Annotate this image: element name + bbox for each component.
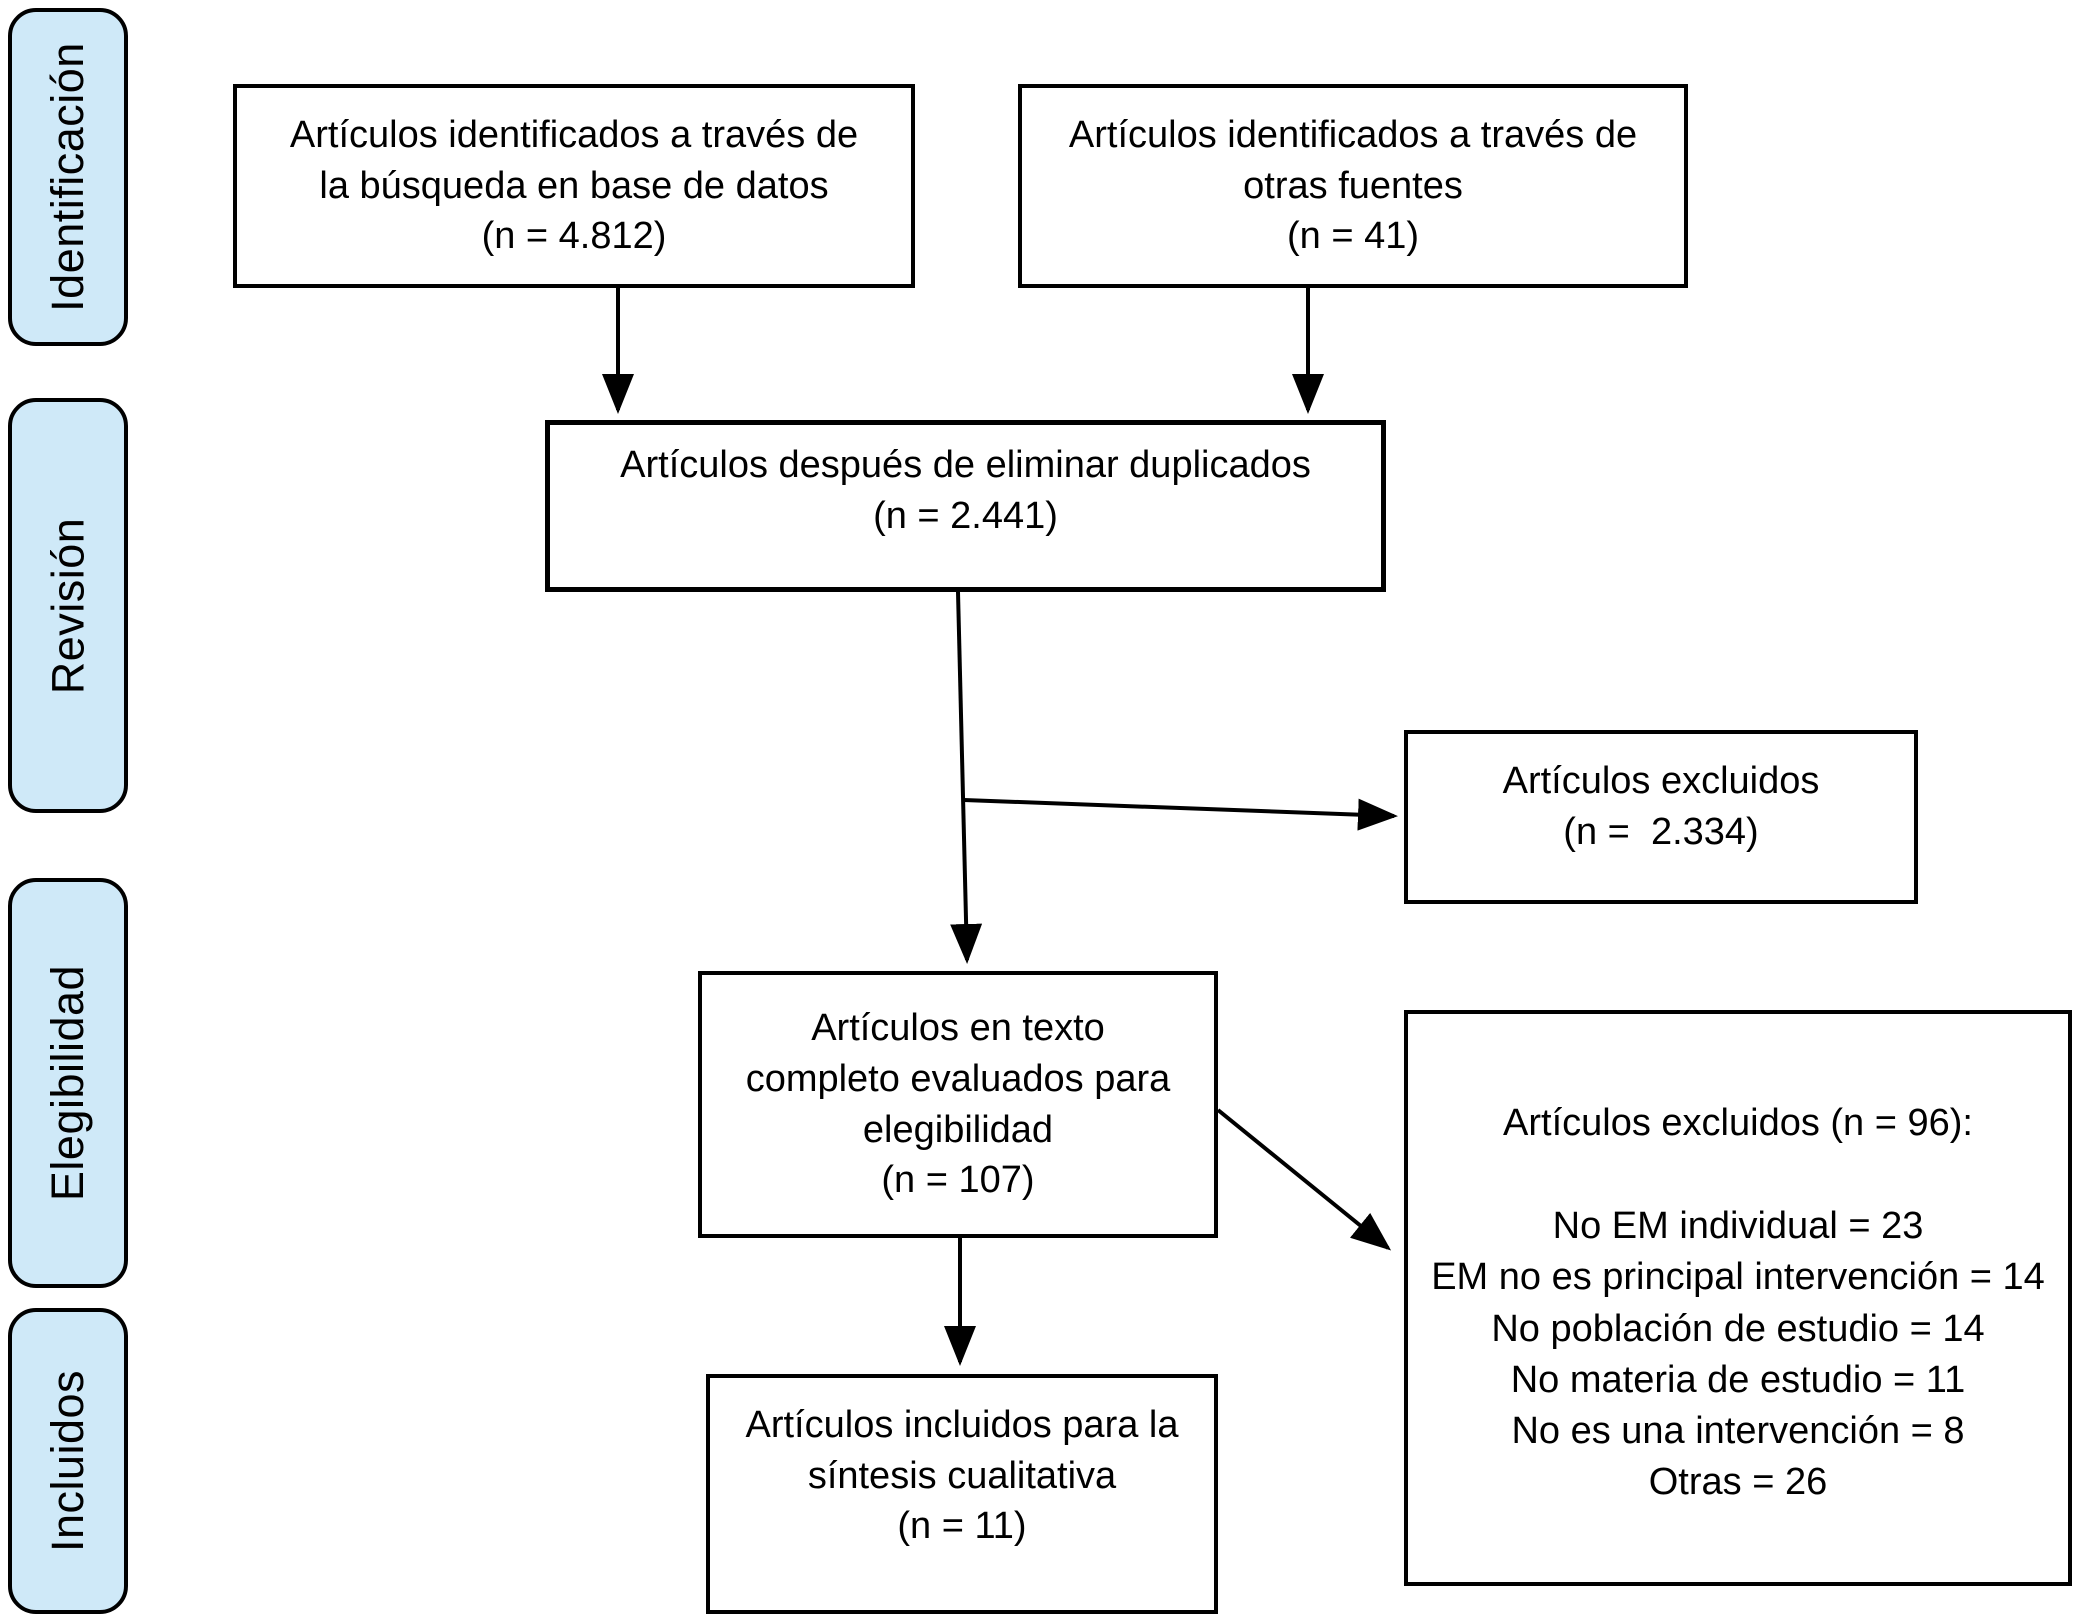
stage-elegibilidad-label: Elegibilidad (42, 964, 94, 1202)
exclusion-reason: Otras = 26 (1648, 1461, 1828, 1504)
box-excluded-fulltext: Artículos excluidos (n = 96): No EM indi… (1404, 1010, 2072, 1586)
stage-incluidos-label: Incluidos (42, 1369, 94, 1553)
box-excluded-screening-text: Artículos excluidos (n = 2.334) (1502, 760, 1820, 853)
stage-incluidos: Incluidos (8, 1308, 128, 1614)
box-fulltext-assessed-text: Artículos en texto completo evaluados pa… (745, 1006, 1171, 1202)
box-included-qualitative: Artículos incluidos para la síntesis cua… (706, 1374, 1218, 1614)
stage-revision: Revisión (8, 398, 128, 813)
stage-elegibilidad: Elegibilidad (8, 878, 128, 1288)
box-excluded-screening: Artículos excluidos (n = 2.334) (1404, 730, 1918, 904)
stage-identificacion: Identificación (8, 8, 128, 346)
box-included-qualitative-text: Artículos incluidos para la síntesis cua… (745, 1403, 1179, 1548)
box-after-duplicates-removed-text: Artículos después de eliminar duplicados… (620, 444, 1311, 537)
box-identified-database: Artículos identificados a través de la b… (233, 84, 915, 288)
stage-revision-label: Revisión (42, 517, 94, 694)
stage-identificacion-label: Identificación (42, 42, 94, 312)
exclusion-reason: No es una intervención = 8 (1511, 1410, 1965, 1453)
exclusion-reason: No población de estudio = 14 (1491, 1307, 1985, 1350)
box-excluded-fulltext-title: Artículos excluidos (n = 96): (1503, 1102, 1973, 1144)
box-identified-other-sources-text: Artículos identificados a través de otra… (1068, 113, 1638, 258)
exclusion-reason: No EM individual = 23 (1552, 1204, 1924, 1247)
box-identified-other-sources: Artículos identificados a través de otra… (1018, 84, 1688, 288)
exclusion-reason: EM no es principal intervención = 14 (1431, 1256, 2045, 1299)
box-after-duplicates-removed: Artículos después de eliminar duplicados… (545, 420, 1386, 592)
box-identified-database-text: Artículos identificados a través de la b… (289, 113, 859, 258)
box-fulltext-assessed: Artículos en texto completo evaluados pa… (698, 971, 1218, 1238)
exclusion-reason: No materia de estudio = 11 (1510, 1358, 1966, 1401)
arrow-branch-to-excluded-screening (963, 798, 1398, 831)
arrow-fulltext-to-excluded-fulltext (1216, 1108, 1392, 1251)
arrow-duplicates-to-fulltext (950, 591, 983, 964)
